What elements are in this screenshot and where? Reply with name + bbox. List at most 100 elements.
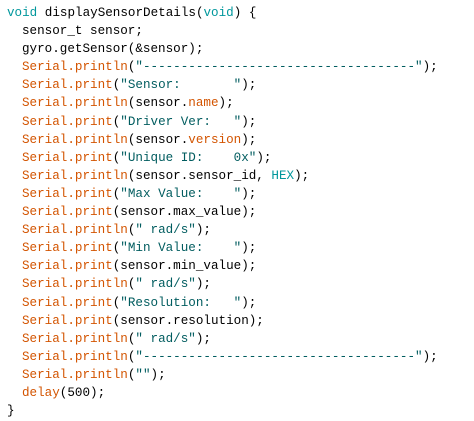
paren: ( bbox=[112, 186, 121, 201]
method-name: .print bbox=[67, 78, 113, 93]
serial-object: Serial bbox=[22, 96, 68, 111]
paren: ( bbox=[127, 367, 136, 382]
code-line: Serial.print(sensor.resolution); bbox=[7, 312, 474, 330]
paren: ( bbox=[127, 331, 136, 346]
paren-close: ); bbox=[241, 295, 257, 310]
code-line: void displaySensorDetails(void) { bbox=[7, 4, 474, 22]
open-brace: ) { bbox=[233, 6, 257, 20]
serial-object: Serial bbox=[22, 132, 68, 147]
method-name: .println bbox=[67, 349, 128, 364]
argument: (sensor.min_value); bbox=[112, 259, 257, 274]
paren-close: ); bbox=[256, 150, 272, 165]
method-name: .println bbox=[67, 331, 128, 346]
paren: ( bbox=[127, 60, 136, 75]
type-keyword: void bbox=[7, 6, 38, 20]
paren-close: ); bbox=[422, 349, 438, 364]
string-literal: "------------------------------------" bbox=[135, 349, 423, 364]
paren-close: ); bbox=[195, 331, 211, 346]
paren: ( bbox=[112, 114, 121, 129]
paren-close: ); bbox=[195, 277, 211, 292]
method-name: .print bbox=[67, 259, 113, 274]
string-literal: " rad/s" bbox=[135, 277, 196, 292]
serial-object: Serial bbox=[22, 60, 68, 75]
method-name: .println bbox=[67, 96, 128, 111]
serial-object: Serial bbox=[22, 241, 68, 256]
method-name: .println bbox=[67, 367, 128, 382]
paren-close: ); bbox=[241, 132, 257, 147]
statement: gyro.getSensor(&sensor); bbox=[22, 42, 204, 57]
paren: ( bbox=[127, 223, 136, 238]
paren: ( bbox=[127, 277, 136, 292]
paren: ( bbox=[127, 349, 136, 364]
paren-close: ); bbox=[422, 60, 438, 75]
member-name: name bbox=[188, 96, 219, 111]
string-literal: "Driver Ver: " bbox=[120, 114, 242, 129]
serial-object: Serial bbox=[22, 331, 68, 346]
string-literal: "------------------------------------" bbox=[135, 60, 423, 75]
method-name: .println bbox=[67, 60, 128, 75]
paren-close: ); bbox=[241, 186, 257, 201]
argument: (sensor.sensor_id, bbox=[127, 168, 272, 183]
serial-object: Serial bbox=[22, 205, 68, 220]
string-literal: "" bbox=[135, 367, 151, 382]
member-name: version bbox=[188, 132, 242, 147]
paren-close: ); bbox=[241, 114, 257, 129]
code-line: Serial.print("Unique ID: 0x"); bbox=[7, 149, 474, 167]
code-line: gyro.getSensor(&sensor); bbox=[7, 40, 474, 58]
method-name: .println bbox=[67, 168, 128, 183]
paren-close: ); bbox=[241, 78, 257, 93]
paren-close: ); bbox=[195, 223, 211, 238]
paren-close: ); bbox=[150, 367, 166, 382]
paren: ( bbox=[112, 150, 121, 165]
serial-object: Serial bbox=[22, 313, 68, 328]
serial-object: Serial bbox=[22, 168, 68, 183]
serial-object: Serial bbox=[22, 114, 68, 129]
method-name: .println bbox=[67, 223, 128, 238]
parameter-type: void bbox=[203, 6, 234, 20]
method-name: .print bbox=[67, 114, 113, 129]
paren-close: ); bbox=[241, 241, 257, 256]
code-line: Serial.print(sensor.min_value); bbox=[7, 257, 474, 275]
serial-object: Serial bbox=[22, 78, 68, 93]
method-name: .print bbox=[67, 205, 113, 220]
paren: ( bbox=[59, 385, 68, 400]
method-name: .print bbox=[67, 241, 113, 256]
code-line: Serial.print("Sensor: "); bbox=[7, 76, 474, 94]
code-line: Serial.println(" rad/s"); bbox=[7, 275, 474, 293]
argument: (sensor. bbox=[127, 132, 189, 147]
paren: ( bbox=[112, 241, 121, 256]
string-literal: " rad/s" bbox=[135, 223, 196, 238]
code-line: Serial.println(sensor.version); bbox=[7, 131, 474, 149]
code-line: Serial.println("------------------------… bbox=[7, 58, 474, 76]
serial-object: Serial bbox=[22, 349, 68, 364]
statement: sensor_t sensor; bbox=[22, 24, 143, 39]
string-literal: "Sensor: " bbox=[120, 78, 242, 93]
code-line: Serial.print("Min Value: "); bbox=[7, 239, 474, 257]
function-signature: displaySensorDetails( bbox=[37, 6, 204, 20]
method-name: .println bbox=[67, 277, 128, 292]
string-literal: "Unique ID: 0x" bbox=[120, 150, 257, 165]
code-line: Serial.println("------------------------… bbox=[7, 348, 474, 366]
code-line: Serial.println(sensor.sensor_id, HEX); bbox=[7, 167, 474, 185]
code-line: sensor_t sensor; bbox=[7, 22, 474, 40]
argument: (sensor.max_value); bbox=[112, 205, 257, 220]
method-name: .println bbox=[67, 132, 128, 147]
delay-function: delay bbox=[22, 385, 60, 400]
string-literal: "Max Value: " bbox=[120, 186, 242, 201]
string-literal: " rad/s" bbox=[135, 331, 196, 346]
code-line: } bbox=[7, 402, 474, 420]
code-line: delay(500); bbox=[7, 384, 474, 402]
serial-object: Serial bbox=[22, 259, 68, 274]
serial-object: Serial bbox=[22, 295, 68, 310]
paren-close: ); bbox=[90, 385, 106, 400]
code-line: Serial.print("Resolution: "); bbox=[7, 294, 474, 312]
code-line: Serial.print("Driver Ver: "); bbox=[7, 113, 474, 131]
serial-object: Serial bbox=[22, 277, 68, 292]
serial-object: Serial bbox=[22, 223, 68, 238]
code-line: Serial.println(" rad/s"); bbox=[7, 221, 474, 239]
method-name: .print bbox=[67, 186, 113, 201]
close-brace: } bbox=[7, 404, 15, 419]
code-line: Serial.print(sensor.max_value); bbox=[7, 203, 474, 221]
paren: ( bbox=[112, 78, 121, 93]
